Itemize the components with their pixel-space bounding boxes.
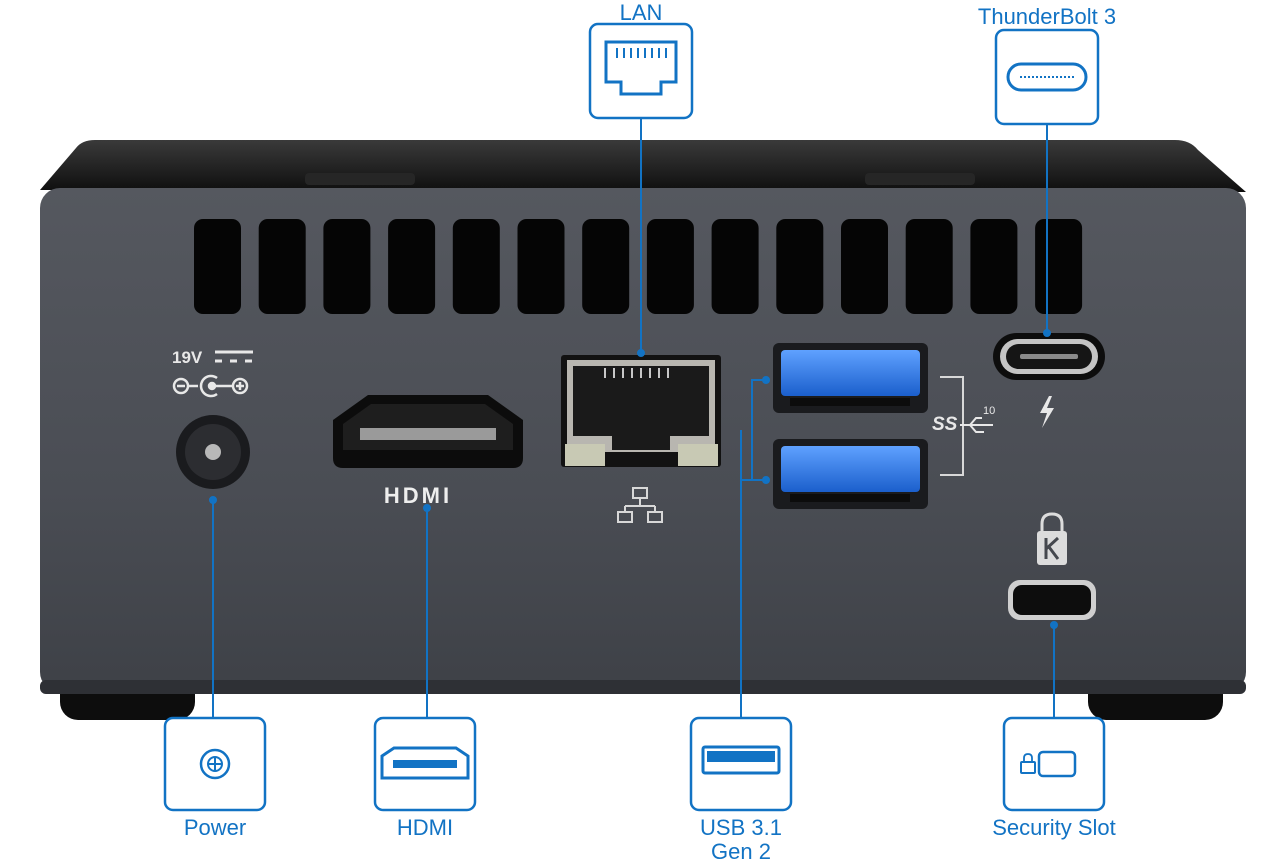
vent-slot [776, 219, 824, 314]
kensington-icon [1037, 512, 1067, 565]
usb-c-icon [1006, 62, 1088, 92]
vent-slot [841, 219, 888, 314]
usb-a-port-bottom [773, 439, 928, 509]
vent-grille [194, 219, 1083, 314]
vent-slot [323, 219, 371, 314]
usb-label-line2: Gen 2 [711, 839, 771, 864]
vent-slot [258, 219, 306, 314]
vent-slot [388, 219, 436, 314]
usb-a-icon [701, 745, 781, 775]
hdmi-logo: HDMI [384, 483, 452, 508]
vent-slot [711, 219, 759, 314]
usb-trident-icon [960, 417, 993, 433]
device-top-cover [40, 140, 1246, 192]
vent-slot [517, 219, 565, 314]
power-icon-box [163, 716, 267, 812]
hdmi-label: HDMI [396, 815, 454, 840]
power-label: Power [183, 815, 247, 840]
vent-slot [905, 219, 953, 314]
security-lock-slot [1008, 512, 1096, 620]
vent-slot [194, 219, 241, 314]
usb-a-port-top [773, 343, 928, 413]
thunderbolt-port [993, 333, 1105, 428]
vent-slot [1035, 219, 1083, 314]
thunderbolt-icon [1040, 396, 1054, 428]
network-icon [617, 487, 663, 523]
ethernet-port [561, 355, 721, 523]
thunderbolt-icon-box [994, 28, 1100, 126]
hdmi-port: HDMI [333, 395, 523, 508]
usb-a-ports: SS 10 [773, 343, 995, 509]
usb-label-line1: USB 3.1 [700, 815, 782, 840]
usb-icon-box [689, 716, 793, 812]
lan-icon-box [588, 22, 694, 120]
vent-slot [582, 219, 630, 314]
usb-speed-marking: 10 [983, 405, 995, 417]
callout-lines [209, 118, 1058, 718]
power-icon [199, 748, 231, 780]
usb-ss-marking: SS [932, 414, 958, 435]
hdmi-icon-box [373, 716, 477, 812]
vent-slot [646, 219, 694, 314]
voltage-marking: 19V [172, 348, 203, 367]
hdmi-icon [380, 746, 470, 780]
ethernet-icon [604, 40, 678, 96]
vent-slot [970, 219, 1018, 314]
lan-label: LAN [619, 0, 663, 25]
security-icon-box [1002, 716, 1106, 812]
power-jack: 19V [172, 348, 253, 489]
lock-icon [1020, 753, 1036, 774]
security-label: Security Slot [992, 815, 1116, 840]
thunderbolt-label: ThunderBolt 3 [977, 4, 1117, 29]
polarity-icon [172, 374, 249, 398]
vent-slot [452, 219, 500, 314]
